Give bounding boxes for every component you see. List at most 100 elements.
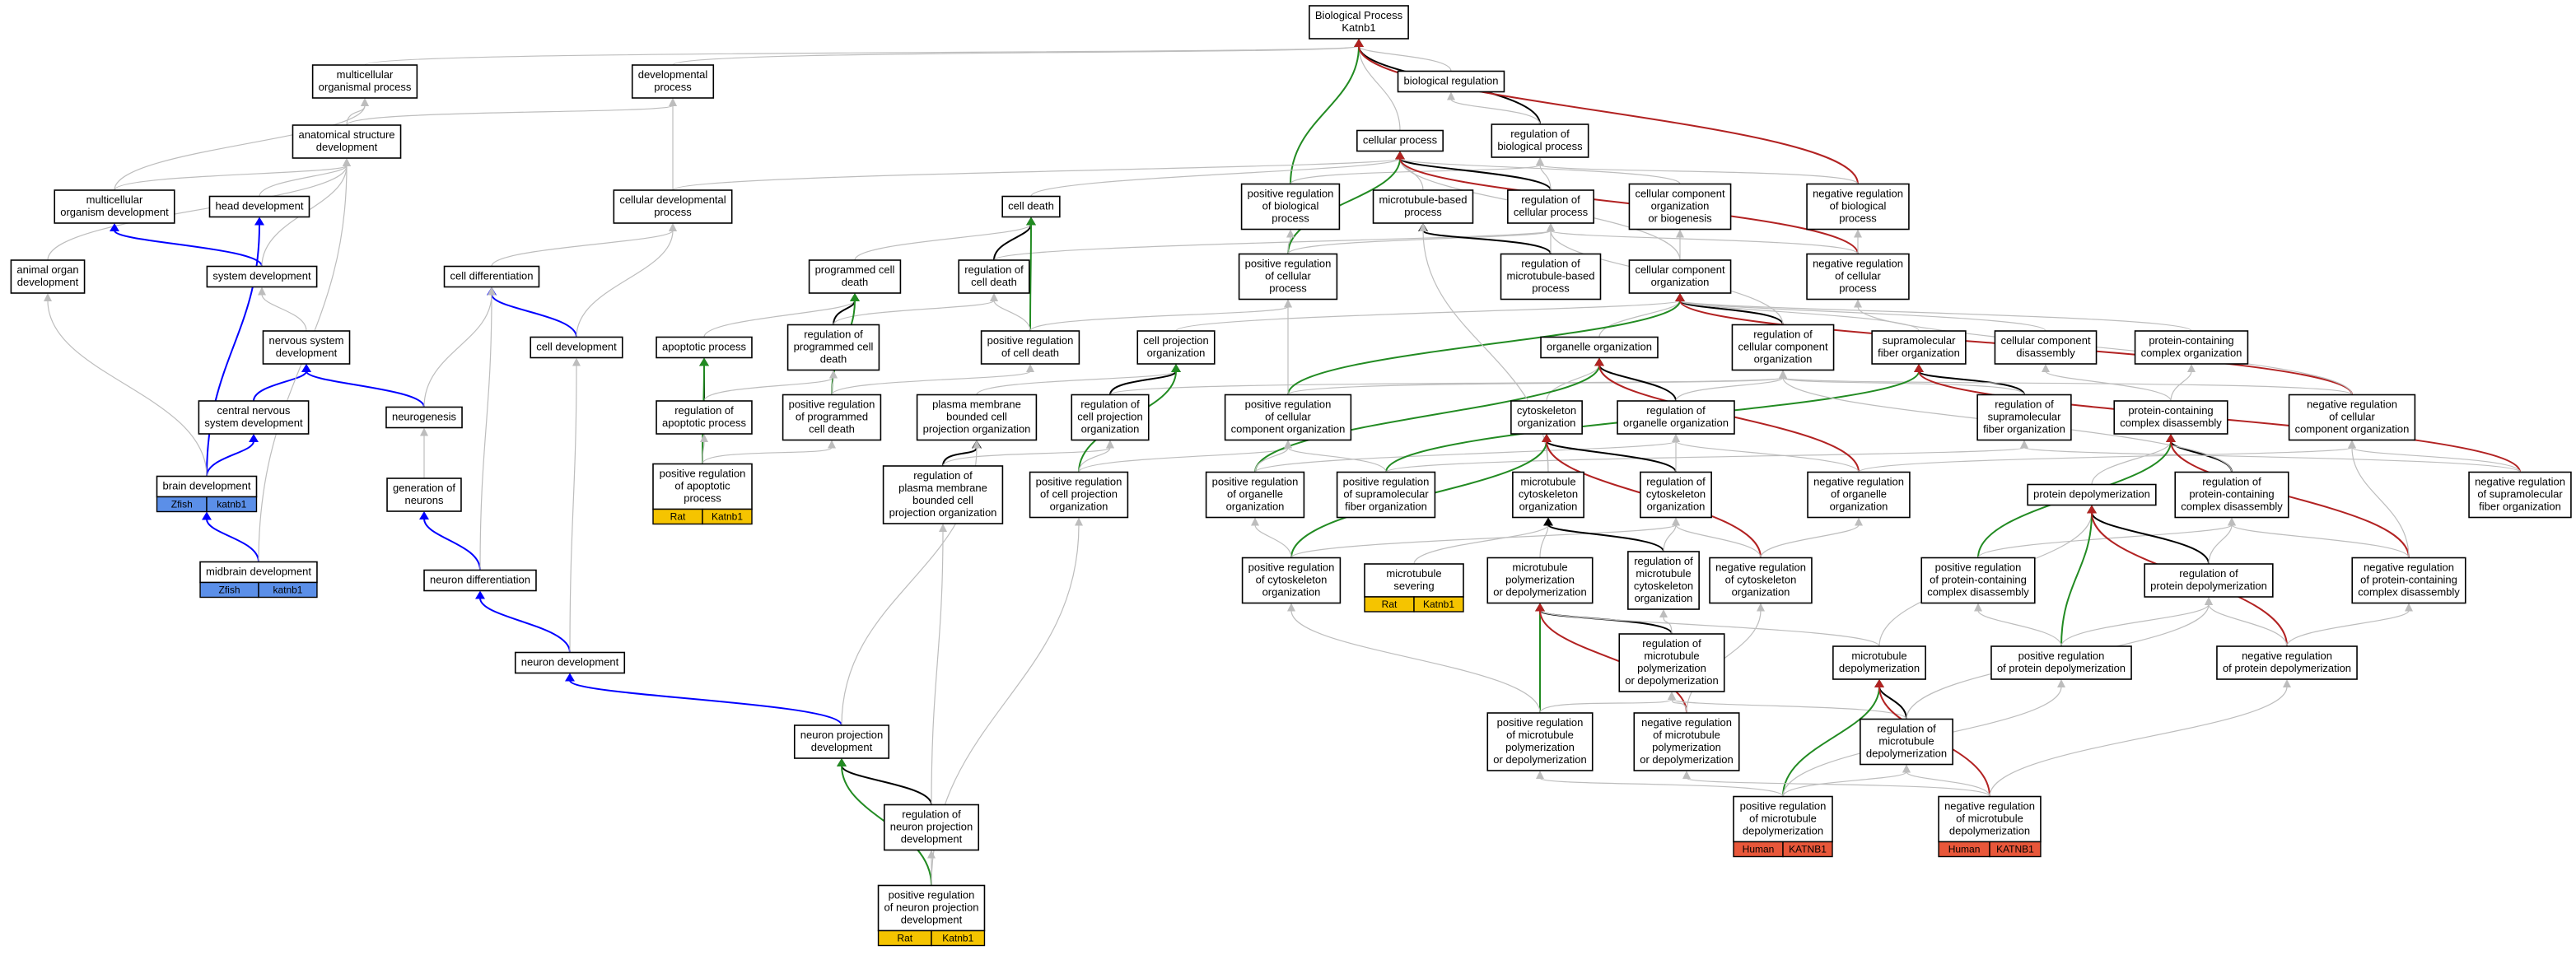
term-node-protdepol[interactable]: protein depolymerization <box>2027 483 2157 506</box>
term-node-biolreg[interactable]: biological regulation <box>1397 70 1505 93</box>
term-label-line: death <box>842 276 869 288</box>
edge-is-a <box>2351 446 2521 473</box>
term-node-regmtco[interactable]: regulation ofmicrotubulecytoskeletonorga… <box>1627 551 1700 610</box>
term-node-celldeath[interactable]: cell death <box>1001 195 1061 218</box>
edge-arrowhead <box>1855 517 1863 526</box>
term-node-headdev[interactable]: head development <box>208 195 310 218</box>
term-node-regmtpd[interactable]: regulation ofmicrotubulepolymerizationor… <box>1618 633 1725 692</box>
term-node-celldev[interactable]: cell development <box>530 336 623 359</box>
term-node-celldiff[interactable]: cell differentiation <box>443 265 540 288</box>
term-node-neurdiff[interactable]: neuron differentiation <box>423 569 537 592</box>
term-label-line: microtubule-based <box>1379 193 1468 206</box>
edge-regulates <box>2091 512 2210 565</box>
edge-arrowhead <box>850 293 860 301</box>
term-node-cellproc[interactable]: cellular process <box>1356 129 1444 152</box>
term-box <box>2113 400 2228 435</box>
term-box <box>1507 189 1594 224</box>
edge-arrowhead <box>1287 603 1295 612</box>
term-node-apop[interactable]: apoptotic process <box>656 336 753 359</box>
edge-is-a <box>1663 616 1673 635</box>
term-box <box>1500 253 1602 300</box>
term-node-neurdev[interactable]: neuron development <box>514 651 626 674</box>
term-box <box>2216 645 2358 680</box>
term-node-sysdev[interactable]: system development <box>206 265 318 288</box>
edge-arrowhead <box>700 434 708 442</box>
term-node-orgorg[interactable]: organelle organization <box>1540 336 1659 359</box>
term-label-line: component organization <box>1231 423 1346 436</box>
term-node-neurogen[interactable]: neurogenesis <box>385 406 463 429</box>
term-label-line: regulation of <box>902 808 961 821</box>
term-box <box>1238 253 1338 300</box>
